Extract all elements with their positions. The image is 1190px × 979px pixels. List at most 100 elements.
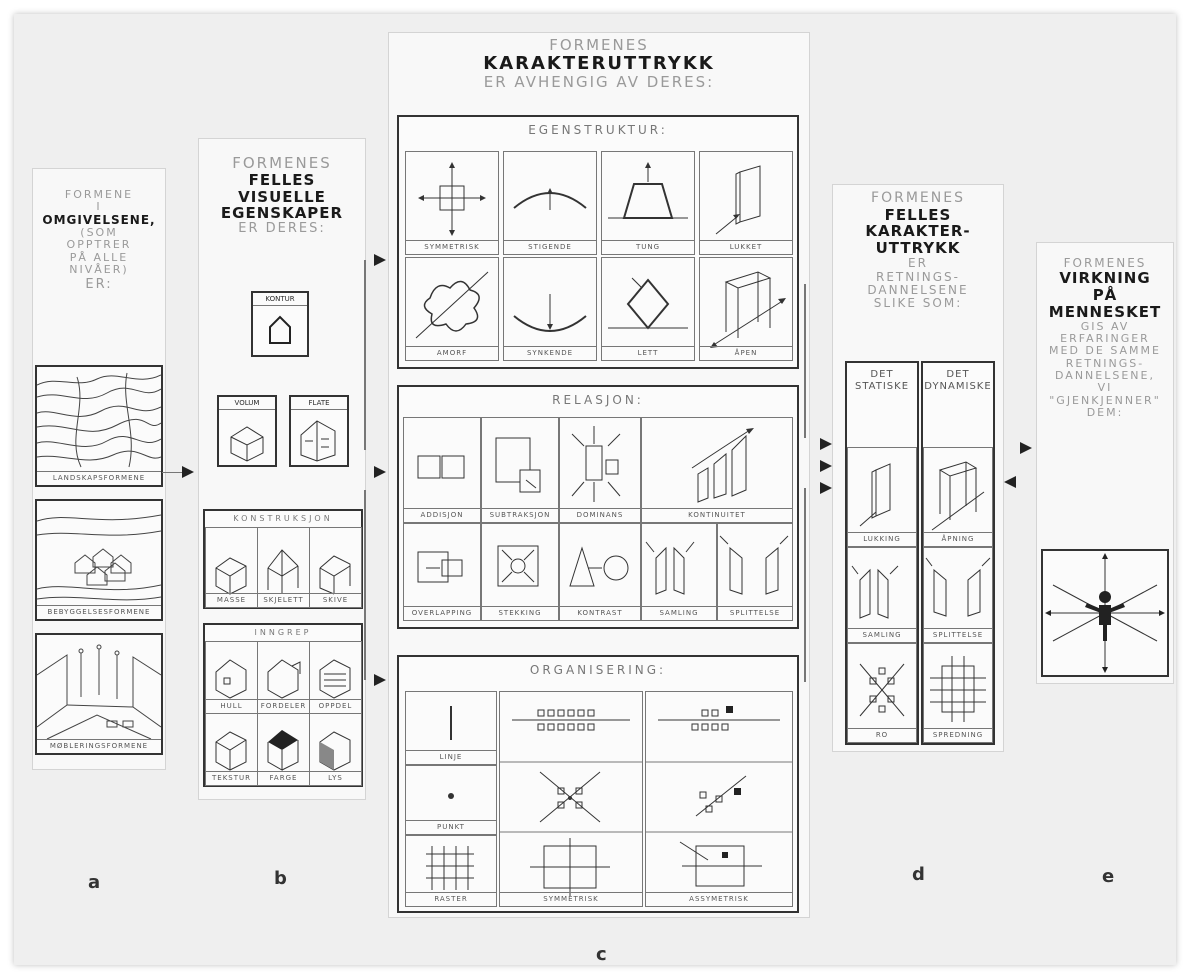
symmetric-organisation-icon	[500, 709, 642, 896]
heading-line: VI	[1097, 381, 1113, 395]
dynamic-cell: SPREDNING	[923, 643, 993, 743]
split-house-icon	[319, 659, 351, 699]
opening-icon	[931, 461, 985, 531]
arrow-b-to-c-top	[374, 254, 386, 266]
arrow-a-to-b	[182, 466, 194, 478]
heading-line: EGENSKAPER	[220, 204, 344, 223]
rel-caption: OVERLAPPING	[404, 606, 480, 620]
inngrep-caption: OPPDEL	[310, 699, 361, 713]
open-frame-icon	[710, 271, 786, 348]
egen-cell: AMORF	[405, 257, 499, 361]
heading-line: NIVÅER)	[69, 263, 129, 276]
kontur-label: KONTUR	[253, 293, 307, 306]
heading-line: VIRKNING	[1059, 269, 1151, 288]
heading-line: I	[96, 200, 102, 214]
inngrep-cell: FARGE	[257, 713, 310, 786]
splitting-icon	[925, 557, 991, 617]
column-letter-b: b	[274, 868, 287, 889]
dynamic-caption: SPREDNING	[924, 728, 992, 742]
egen-caption: ÅPEN	[700, 346, 792, 360]
inngrep-caption: FORDELER	[258, 699, 309, 713]
panel-a-heading: FORMENE I OMGIVELSENE, (SOM OPPTRER PÅ A…	[33, 188, 165, 293]
konstruksjon-cell: SKIVE	[309, 527, 362, 608]
heading-line: FORMENES	[1063, 256, 1147, 270]
konstruksjon-caption: SKIVE	[310, 593, 361, 607]
dominance-icon	[571, 426, 621, 502]
connector-b-bottom	[364, 490, 366, 680]
heading-line: OMGIVELSENE,	[42, 212, 156, 227]
arrow-b-to-c-mid	[374, 466, 386, 478]
static-header: DET STATISKE	[847, 369, 917, 393]
static-caption: RO	[848, 728, 916, 742]
rel-cell: SPLITTELSE	[717, 523, 793, 621]
panel-c-heading: FORMENES KARAKTERUTTRYKK ER AVHENGIG AV …	[389, 37, 809, 91]
rel-cell: SUBTRAKSJON	[481, 417, 559, 523]
heading-line: KARAKTER-	[865, 222, 971, 241]
subtraction-icon	[495, 437, 541, 493]
egen-caption: SYMMETRISK	[406, 240, 498, 254]
skeleton-icon	[267, 549, 299, 594]
dynamic-column: DET DYNAMISKE ÅPNING SPLITTELSE SPREDNIN…	[921, 361, 995, 745]
heading-line: OPPTRER	[66, 238, 132, 252]
konstruksjon-title: KONSTRUKSJON	[233, 514, 333, 523]
static-cell: LUKKING	[847, 447, 917, 547]
heading-line: FORMENES	[232, 154, 332, 172]
heading-line: ER AVHENGIG AV DERES:	[483, 72, 715, 91]
continuity-icon	[691, 428, 754, 503]
dynamic-header: DET DYNAMISKE	[923, 369, 993, 393]
konstruksjon-box: KONSTRUKSJON MASSE SKJELETT SKIVE	[203, 509, 363, 609]
konstruksjon-cell: SKJELETT	[257, 527, 310, 608]
rel-cell: KONTINUITET	[641, 417, 793, 523]
dynamic-label: DYNAMISKE	[924, 381, 992, 392]
inngrep-cell: TEKSTUR	[205, 713, 258, 786]
colour-house-icon	[267, 730, 299, 771]
rising-arc-icon	[513, 188, 587, 210]
heading-line: FORMENES	[549, 36, 649, 54]
egen-caption: AMORF	[406, 346, 498, 360]
heading-line: FORMENE	[64, 188, 134, 201]
heading-line: ER	[908, 256, 928, 271]
org-cell: LINJE	[405, 691, 497, 765]
panel-icon	[319, 555, 351, 595]
inngrep-caption: HULL	[206, 699, 257, 713]
closing-icon	[859, 463, 891, 527]
egen-caption: STIGENDE	[504, 240, 596, 254]
org-caption: LINJE	[406, 750, 496, 764]
calm-icon	[859, 663, 905, 717]
dynamic-caption: SPLITTELSE	[924, 628, 992, 642]
volum-box: VOLUM	[217, 395, 277, 467]
overlapping-icon	[417, 551, 463, 583]
org-caption: SYMMETRISK	[500, 892, 642, 906]
heading-line: UTTRYKK	[875, 239, 961, 258]
inngrep-caption: LYS	[310, 771, 361, 785]
furnishing-caption: MØBLERINGSFORMENE	[37, 739, 161, 753]
sinking-arc-icon	[513, 294, 587, 332]
panel-b-heading: FORMENES FELLES VISUELLE EGENSKAPER ER D…	[199, 155, 365, 237]
static-caption: LUKKING	[848, 532, 916, 546]
heading-line: GIS AV	[1080, 319, 1130, 333]
light-house-icon	[319, 731, 351, 771]
static-label: DET	[870, 369, 894, 380]
rel-cell: KONTRAST	[559, 523, 641, 621]
heading-line: (SOM	[80, 226, 118, 240]
heading-line: FORMENES	[871, 190, 965, 206]
static-label: STATISKE	[854, 381, 910, 392]
grid-icon	[426, 846, 474, 890]
splitting-icon	[719, 535, 789, 595]
asymmetric-organisation-icon	[646, 706, 792, 887]
dynamic-caption: ÅPNING	[924, 532, 992, 546]
egenstruktur-title: EGENSTRUKTUR:	[528, 123, 668, 137]
heading-line: FELLES	[884, 205, 952, 224]
heading-line: ER:	[85, 277, 113, 293]
egen-caption: TUNG	[602, 240, 694, 254]
arrow-c-to-d-2	[820, 460, 832, 472]
inngrep-title: INNGREP	[254, 628, 312, 637]
rel-cell: ADDISJON	[403, 417, 481, 523]
heading-line: MED DE SAMME	[1049, 344, 1161, 358]
buildings-drawing	[37, 514, 161, 601]
arrow-b-to-c-bottom	[374, 674, 386, 686]
org-cell: SYMMETRISK	[499, 691, 643, 907]
connector-c-top	[804, 284, 806, 438]
panel-d: FORMENES FELLES KARAKTER- UTTRYKK ER RET…	[832, 184, 1004, 752]
heading-line: KARAKTERUTTRYKK	[483, 52, 715, 74]
